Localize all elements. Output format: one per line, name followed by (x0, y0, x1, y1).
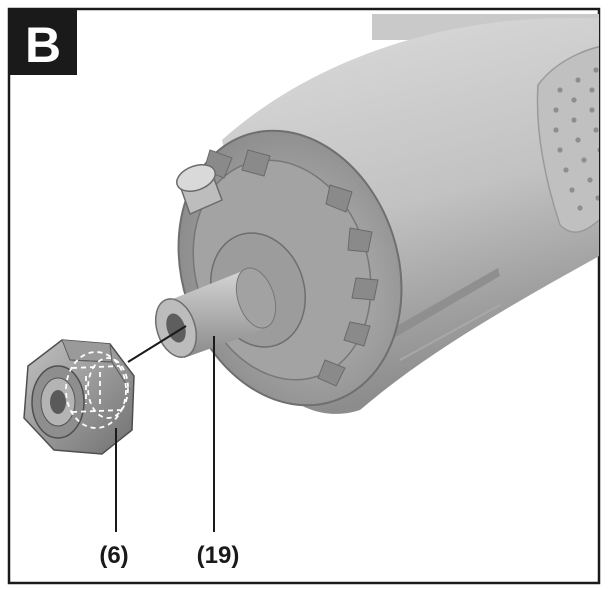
callout-nut-label: (6) (99, 542, 128, 569)
spindle-lock-button (176, 164, 223, 216)
housing-slot (390, 268, 500, 338)
assembly-line (127, 325, 187, 363)
collet-nut (23, 339, 135, 455)
drive-shaft (154, 267, 277, 358)
tool-body-group (154, 14, 599, 414)
panel-badge (9, 9, 77, 75)
callout-shaft-label: (19) (197, 542, 240, 569)
grip-panel (536, 45, 599, 233)
panel-letter: B (25, 17, 61, 73)
collet-hidden-lines (65, 351, 129, 429)
grip-dots (553, 67, 599, 211)
